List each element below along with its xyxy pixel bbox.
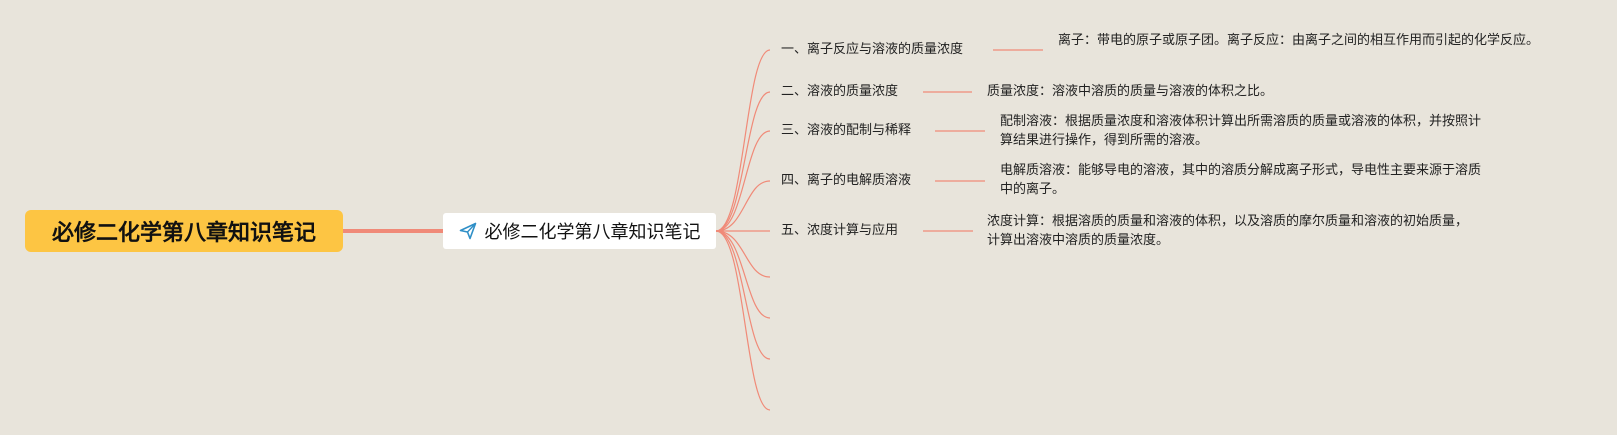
branch-connector-empty-3	[715, 230, 771, 360]
subtopic-4-detail[interactable]: 电解质溶液：能够导电的溶液，其中的溶质分解成离子形式，导电性主要来源于溶质中的离…	[1000, 163, 1482, 197]
branch-connector-4	[715, 180, 771, 232]
branch-connector-empty-4	[715, 230, 771, 411]
subtopic-3-detail[interactable]: 配制溶液：根据质量浓度和溶液体积计算出所需溶质的质量或溶液的体积，并按照计算结果…	[1000, 114, 1482, 148]
subtopic-3[interactable]: 三、溶液的配制与稀释	[781, 123, 912, 138]
subtopic-2-detail[interactable]: 质量浓度：溶液中溶质的质量与溶液的体积之比。	[987, 84, 1274, 99]
branch-connector-2	[715, 91, 771, 232]
branch-connector-3	[715, 130, 771, 232]
subtopic-5-detail[interactable]: 浓度计算：根据溶质的质量和溶液的体积，以及溶质的摩尔质量和溶液的初始质量，计算出…	[987, 214, 1469, 248]
branch-connector-empty-1	[715, 230, 771, 278]
subtopic-1-detail[interactable]: 离子：带电的原子或原子团。离子反应：由离子之间的相互作用而引起的化学反应。	[1058, 33, 1540, 48]
branch-connector-empty-2	[715, 230, 771, 319]
paper-plane-icon	[459, 222, 477, 240]
main-topic[interactable]: 必修二化学第八章知识笔记	[443, 213, 716, 249]
main-topic-label: 必修二化学第八章知识笔记	[484, 222, 701, 243]
subtopic-5[interactable]: 五、浓度计算与应用	[781, 223, 899, 238]
root-topic-label: 必修二化学第八章知识笔记	[51, 221, 316, 246]
subtopic-2[interactable]: 二、溶液的质量浓度	[781, 84, 899, 99]
root-topic[interactable]: 必修二化学第八章知识笔记	[25, 210, 343, 252]
branch-connector-1	[715, 49, 771, 232]
subtopic-1[interactable]: 一、离子反应与溶液的质量浓度	[781, 42, 964, 57]
subtopic-4[interactable]: 四、离子的电解质溶液	[781, 173, 912, 188]
